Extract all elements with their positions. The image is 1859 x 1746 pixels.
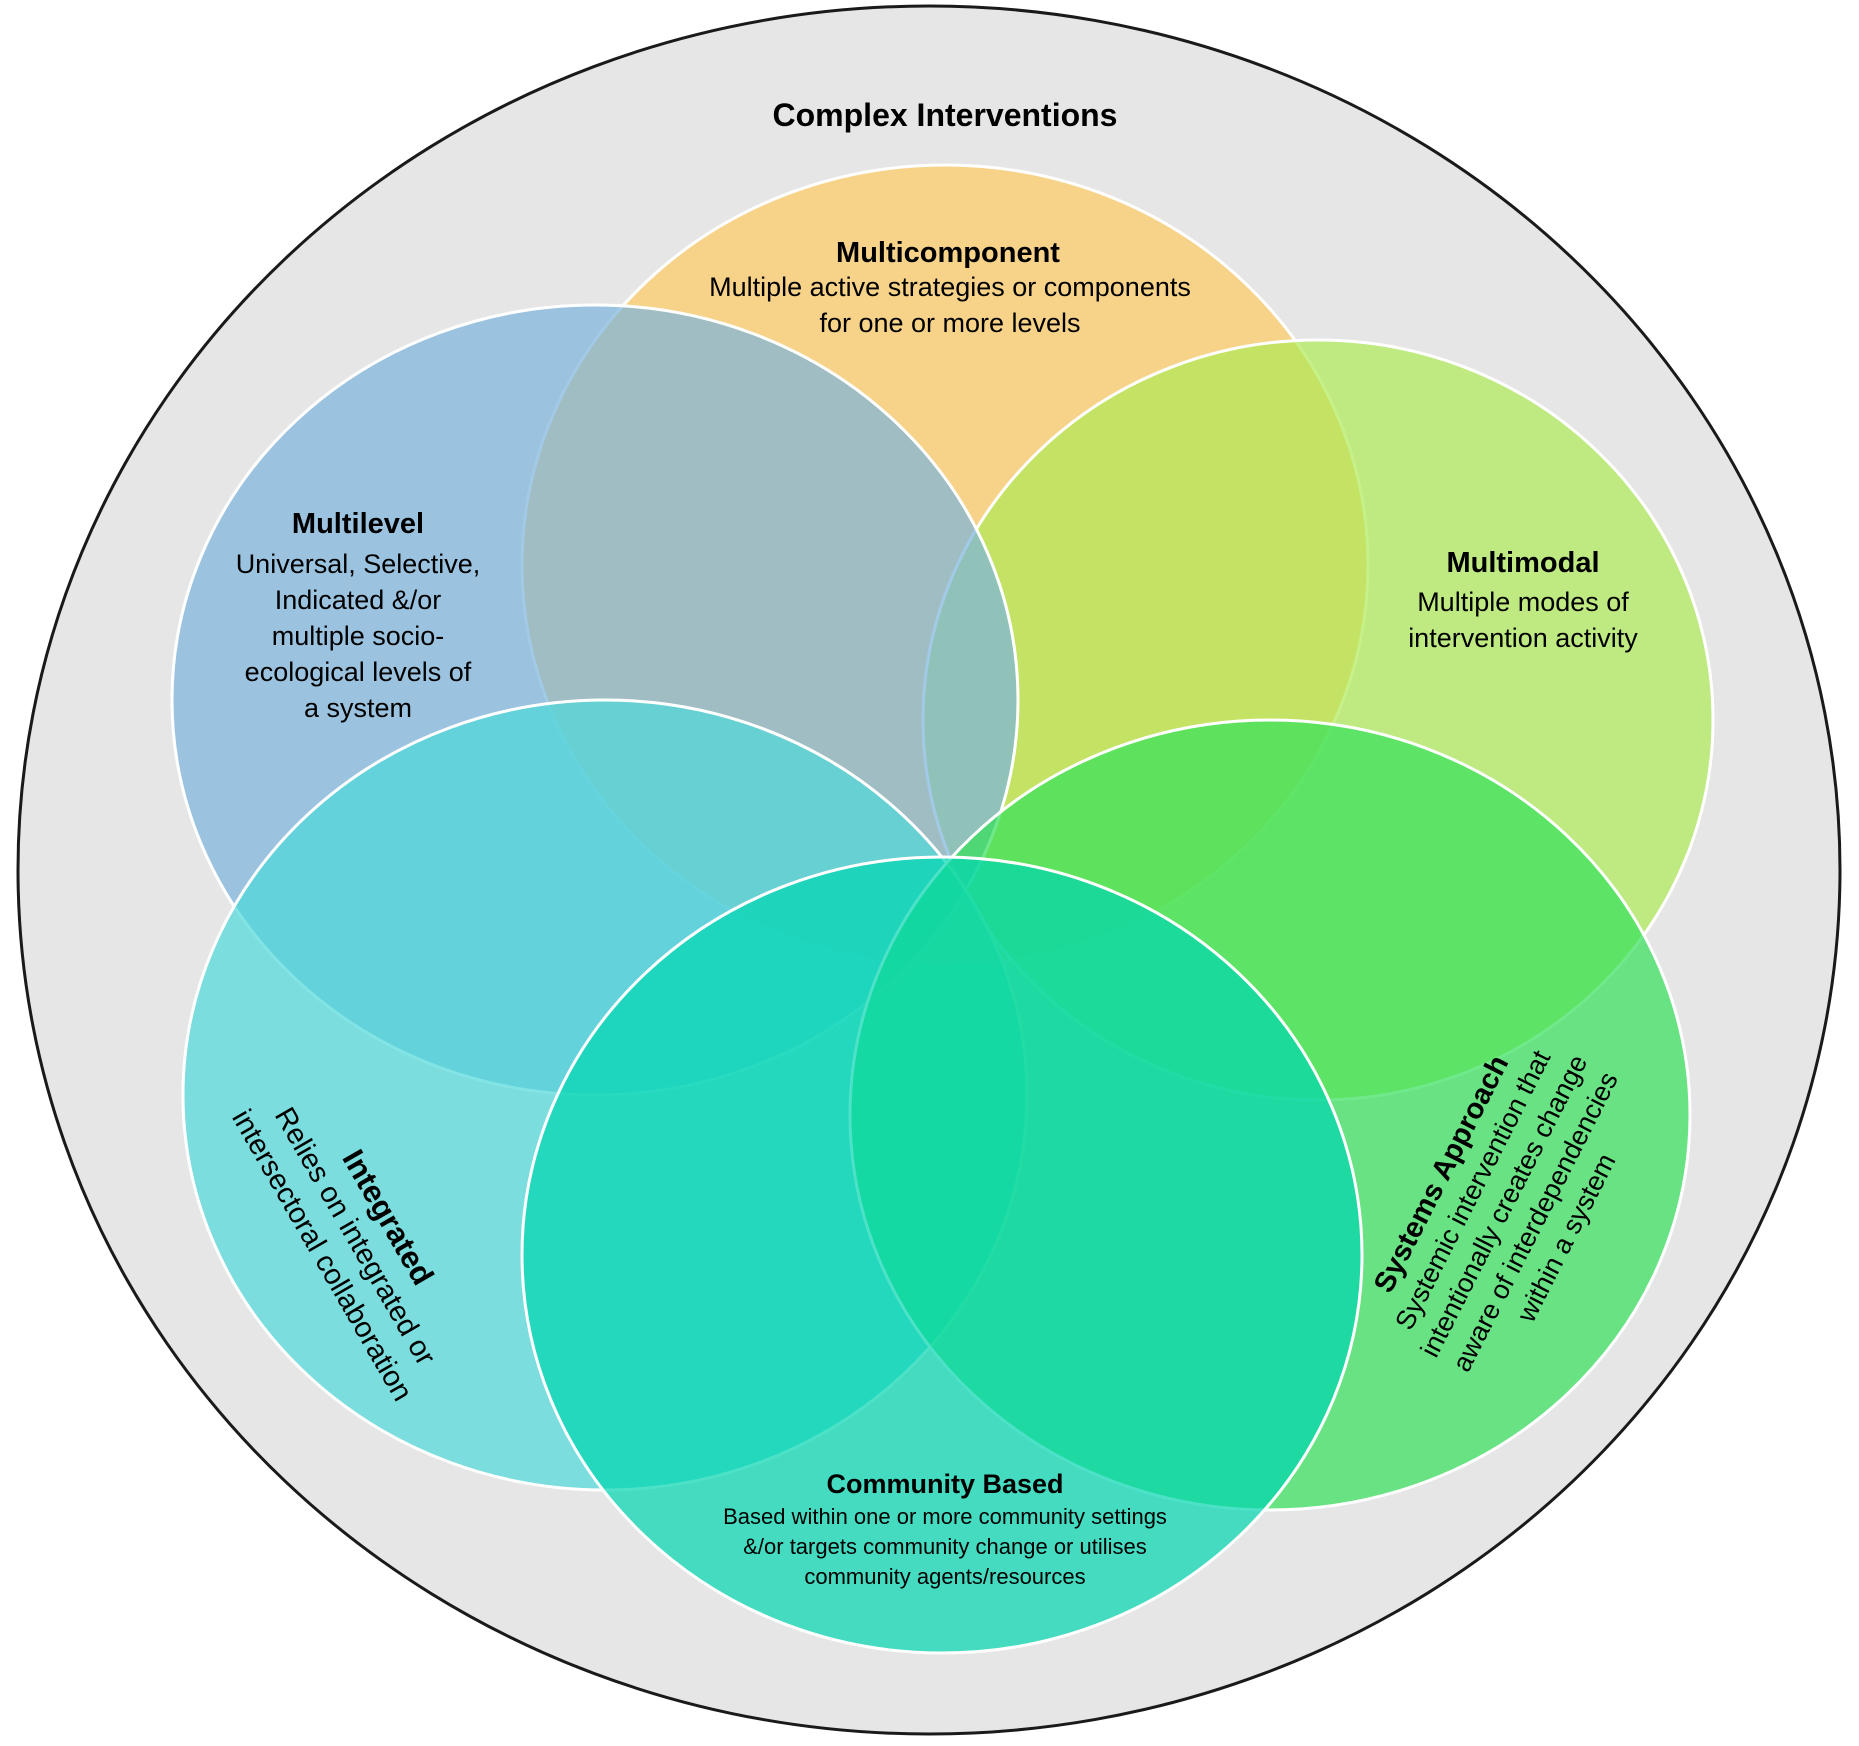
community-based-desc-line: community agents/resources xyxy=(804,1564,1085,1589)
multicomponent-label: Multicomponent Multiple active strategie… xyxy=(709,237,1191,338)
multilevel-label: Multilevel Universal, Selective, Indicat… xyxy=(236,508,481,723)
community-based-label: Community Based Based within one or more… xyxy=(723,1469,1167,1589)
multilevel-desc-line: Indicated &/or xyxy=(275,585,442,615)
multimodal-desc-line: intervention activity xyxy=(1408,623,1638,653)
community-based-title: Community Based xyxy=(826,1469,1063,1499)
community-based-desc-line: Based within one or more community setti… xyxy=(723,1504,1167,1529)
community-based-ellipse xyxy=(520,855,1364,1655)
multilevel-title: Multilevel xyxy=(292,508,424,540)
multilevel-desc-line: ecological levels of xyxy=(245,657,472,687)
multimodal-title: Multimodal xyxy=(1446,547,1599,579)
multicomponent-desc-line: Multiple active strategies or components xyxy=(709,272,1191,302)
multilevel-desc-line: Universal, Selective, xyxy=(236,549,481,579)
multicomponent-desc-line: for one or more levels xyxy=(819,308,1080,338)
community-based-desc-line: &/or targets community change or utilise… xyxy=(743,1534,1147,1559)
multicomponent-title: Multicomponent xyxy=(836,237,1060,269)
multilevel-desc-line: multiple socio- xyxy=(272,621,445,651)
multilevel-desc-line: a system xyxy=(304,693,412,723)
multimodal-label: Multimodal Multiple modes of interventio… xyxy=(1408,547,1638,653)
diagram-title: Complex Interventions xyxy=(773,97,1118,133)
multimodal-desc-line: Multiple modes of xyxy=(1417,587,1629,617)
